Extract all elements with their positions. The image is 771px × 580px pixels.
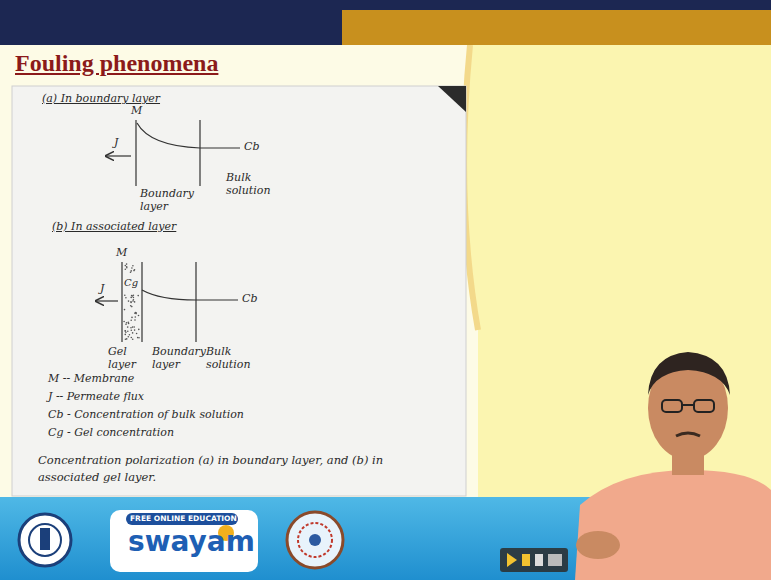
gel-dot: [125, 324, 127, 326]
gel-dot: [131, 330, 133, 332]
gel-dot: [137, 337, 139, 339]
gel-dot: [130, 302, 132, 304]
gel-dot: [134, 319, 136, 321]
gel-dot: [135, 316, 137, 318]
gel-dot: [133, 294, 135, 296]
membrane-label: M: [131, 105, 142, 118]
gel-dot: [126, 266, 128, 268]
layer-label: Boundary layer: [140, 188, 190, 213]
gel-dot: [128, 300, 130, 302]
gel-dot: [124, 295, 126, 297]
gel-dot: [127, 326, 129, 328]
section-heading: (a) In boundary layer: [42, 93, 160, 106]
gel-dot: [131, 267, 133, 269]
gel-dot: [125, 268, 127, 270]
gel-dot: [132, 326, 134, 328]
gel-dot: [125, 332, 127, 334]
gel-dot: [125, 339, 127, 341]
section-heading: (b) In associated layer: [52, 221, 176, 234]
logo-tagline: FREE ONLINE EDUCATION: [130, 514, 237, 524]
concentration-label: Cb: [242, 293, 257, 306]
gel-dot: [132, 332, 134, 334]
gel-dot: [125, 334, 127, 336]
membrane-label: M: [116, 247, 127, 260]
gel-dot: [133, 297, 135, 299]
gel-dot: [130, 272, 132, 274]
gel-dot: [130, 301, 132, 303]
gel-dot: [133, 326, 135, 328]
gel-dot: [127, 330, 129, 332]
flux-label: J: [100, 283, 104, 296]
legend-note: M -- Membrane: [48, 373, 134, 386]
gel-dot: [138, 329, 140, 331]
layer-label: Boundary layer: [152, 346, 202, 371]
gel-dot: [134, 312, 136, 314]
region-label: Bulk solution: [206, 346, 258, 371]
concentration-label: Cg: [124, 277, 138, 289]
concentration-label: Cb: [244, 141, 259, 154]
gel-dot: [133, 270, 135, 272]
legend-note: Cg - Gel concentration: [48, 427, 174, 440]
gel-dot: [123, 321, 125, 323]
gel-dot: [129, 334, 131, 336]
figure-caption: Concentration polarization (a) in bounda…: [38, 452, 448, 487]
gel-dot: [131, 317, 133, 319]
gel-dot: [130, 319, 132, 321]
gel-dot: [124, 309, 126, 311]
gel-dot: [126, 263, 128, 265]
gel-dot: [135, 312, 137, 314]
flux-label: J: [114, 137, 118, 150]
gel-dot: [131, 295, 133, 297]
gel-dot: [130, 270, 132, 272]
gel-dot: [125, 265, 127, 267]
legend-note: Cb - Concentration of bulk solution: [48, 409, 244, 422]
gel-dot: [138, 315, 140, 317]
gel-dot: [132, 265, 134, 267]
gel-dot: [126, 322, 128, 324]
layer-label: Gel layer: [108, 346, 144, 371]
gel-dot: [135, 312, 137, 314]
gel-dot: [131, 337, 133, 339]
region-label: Bulk solution: [226, 172, 278, 197]
gel-dot: [134, 269, 136, 271]
logo-wordmark: swayam: [128, 526, 255, 558]
gel-dot: [134, 329, 136, 331]
gel-dot: [130, 297, 132, 299]
gel-dot: [132, 338, 134, 340]
gel-dot: [125, 297, 127, 299]
gel-dot: [130, 305, 132, 307]
gel-dot: [134, 301, 136, 303]
slide-title: Fouling phenomena: [15, 50, 218, 77]
gel-dot: [128, 336, 130, 338]
gel-dot: [137, 295, 139, 297]
gel-dot: [132, 295, 134, 297]
gel-dot: [136, 333, 138, 335]
gel-dot: [126, 267, 128, 269]
legend-note: J -- Permeate flux: [48, 391, 144, 404]
gel-dot: [125, 330, 127, 332]
gel-dot: [128, 322, 130, 324]
gel-dot: [130, 327, 132, 329]
gel-dot: [133, 299, 135, 301]
